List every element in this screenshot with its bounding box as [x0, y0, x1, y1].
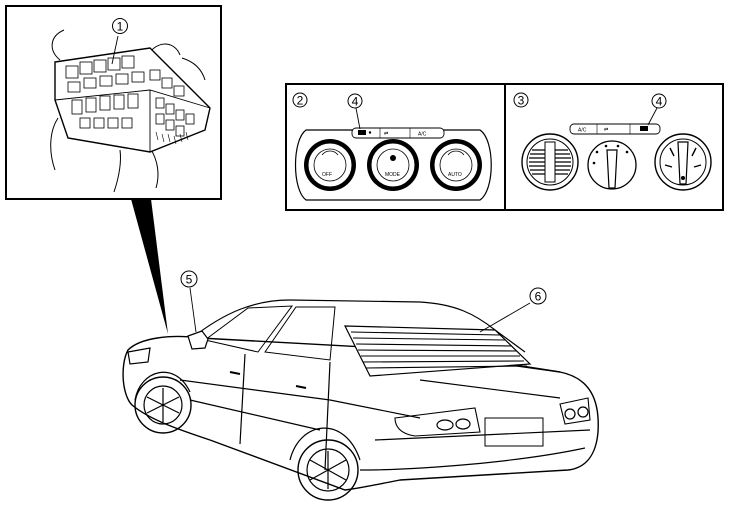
callout-4a-label: 4 — [352, 95, 359, 109]
rear-defroster-button[interactable] — [358, 130, 366, 135]
callout-5-label: 5 — [186, 273, 193, 287]
fan-speed-knob[interactable] — [521, 133, 579, 191]
auto-knob-label: AUTO — [448, 172, 462, 178]
mode-knob[interactable] — [587, 140, 637, 190]
callout-1-circle — [112, 18, 128, 34]
rear-defroster-button[interactable] — [640, 126, 648, 131]
front-wheel — [134, 376, 192, 434]
fan-knob-off-label: OFF — [322, 172, 332, 178]
callout-4b-label: 4 — [656, 95, 663, 109]
sedan-illustration — [122, 299, 599, 501]
mode-knob[interactable]: MODE — [367, 139, 419, 191]
relay-grid — [65, 55, 195, 137]
automatic-climate-panel: 2 ⇄ A/C OFF MODE — [292, 92, 492, 201]
callout-1-label: 1 — [117, 20, 124, 34]
callout-6-label: 6 — [535, 290, 542, 304]
callout-3-label: 3 — [518, 94, 525, 108]
recirc-icon: ⇄ — [604, 127, 608, 133]
auto-ac-button[interactable]: A/C — [418, 132, 427, 138]
rear-window-defroster — [344, 325, 532, 377]
recirc-icon: ⇄ — [384, 131, 388, 137]
side-mirror — [187, 330, 209, 350]
defroster-indicator — [368, 131, 372, 134]
fuse-box-leader — [131, 199, 168, 334]
fuse-box-inset: 1 — [5, 5, 222, 200]
manual-climate-panel: 3 A/C ⇄ — [513, 92, 712, 191]
temperature-auto-knob[interactable]: AUTO — [430, 139, 482, 191]
callout-2-label: 2 — [297, 94, 304, 108]
fan-speed-knob[interactable]: OFF — [304, 139, 356, 191]
rear-wheel — [297, 439, 359, 501]
manual-ac-button[interactable]: A/C — [578, 128, 587, 134]
temperature-knob[interactable] — [654, 133, 712, 191]
mode-knob-label: MODE — [385, 172, 401, 178]
